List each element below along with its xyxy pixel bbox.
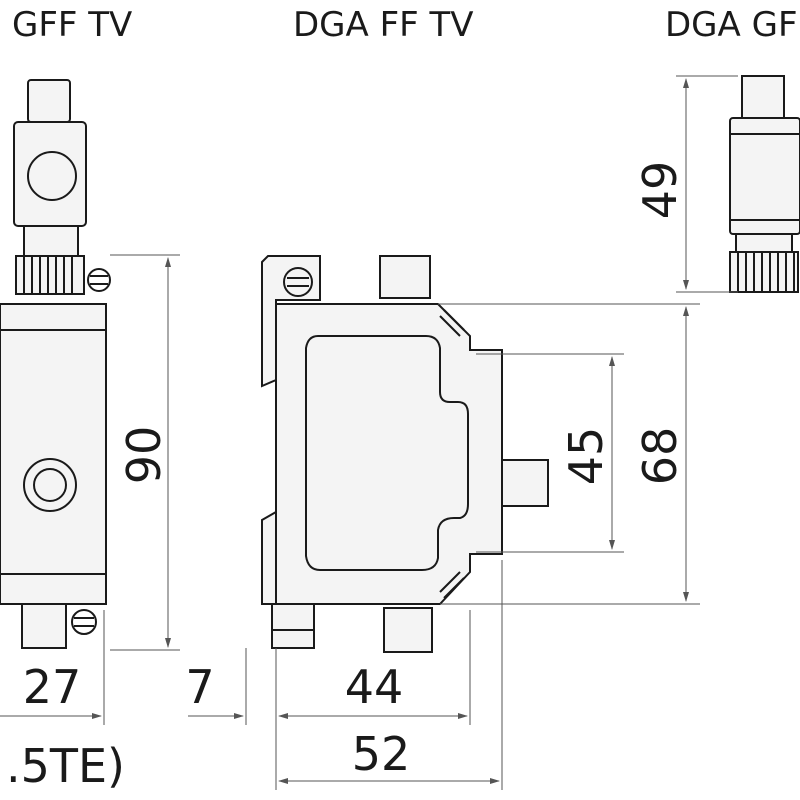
dimension-center-44: 44 <box>275 610 471 790</box>
dim-caption-left: .5TE) <box>6 739 125 793</box>
dimension-left-27: 27 .5TE) <box>0 610 125 793</box>
dim-label-44: 44 <box>345 660 404 714</box>
title-center: DGA FF TV <box>293 5 474 45</box>
device-left-drawing <box>0 79 111 649</box>
title-left: GFF TV <box>12 5 132 45</box>
dimension-center-68: 68 <box>438 303 700 605</box>
dim-label-7: 7 <box>185 660 214 714</box>
dimension-center-7: 7 <box>185 648 247 725</box>
dim-label-90: 90 <box>117 426 171 485</box>
dim-label-52: 52 <box>352 727 411 781</box>
device-right-drawing <box>729 75 800 293</box>
dim-label-68: 68 <box>633 427 687 486</box>
device-center-drawing <box>261 255 549 653</box>
dim-label-27: 27 <box>23 660 82 714</box>
dimension-right-49: 49 <box>633 75 738 293</box>
dimension-left-90: 90 <box>110 254 180 651</box>
dim-label-45: 45 <box>559 427 613 486</box>
dimension-center-52: 52 <box>278 560 503 790</box>
title-right: DGA GF <box>665 5 798 45</box>
dim-label-49: 49 <box>633 161 687 220</box>
dimension-center-45: 45 <box>476 353 624 553</box>
